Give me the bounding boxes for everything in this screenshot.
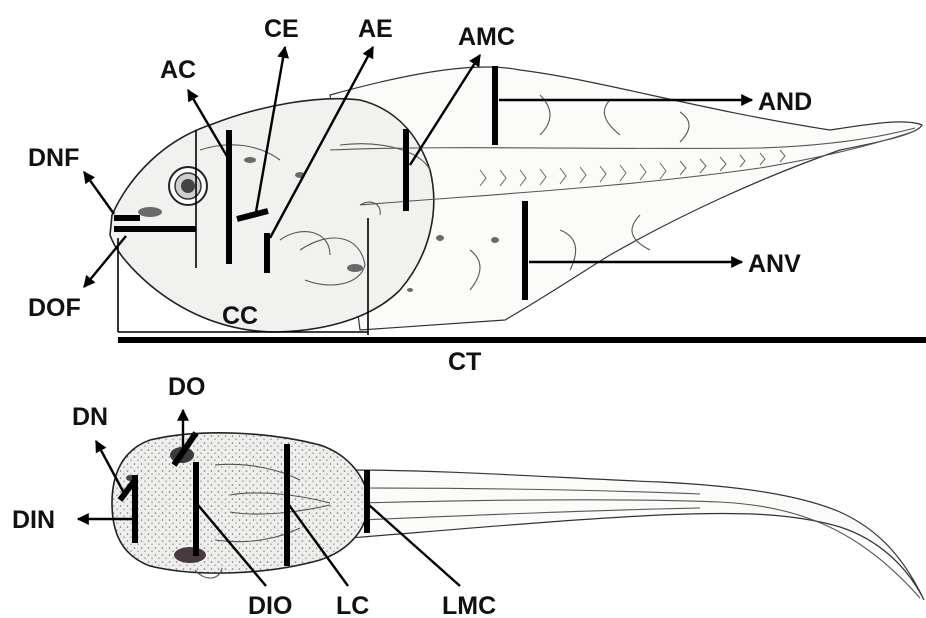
- label-dio: DIO: [248, 592, 292, 618]
- label-dof: DOF: [28, 294, 81, 322]
- label-ct: CT: [448, 348, 481, 376]
- label-do: DO: [168, 373, 206, 401]
- dof-arrow: [84, 236, 126, 287]
- label-dnf: DNF: [28, 144, 79, 172]
- label-ae: AE: [358, 15, 393, 43]
- label-and: AND: [758, 88, 812, 116]
- label-amc: AMC: [458, 23, 515, 51]
- label-ac: AC: [160, 56, 196, 84]
- lateral-eye: [169, 167, 207, 205]
- label-lmc: LMC: [442, 592, 496, 618]
- dorsal-tail: [350, 470, 924, 600]
- label-lc: LC: [336, 592, 369, 618]
- dorsal-view: DO DN DIN DIO LC LMC: [12, 373, 924, 618]
- label-anv: ANV: [748, 250, 801, 278]
- label-dn: DN: [72, 403, 108, 431]
- label-ce: CE: [264, 15, 299, 43]
- label-din: DIN: [12, 506, 55, 534]
- lateral-view: DNF DOF AC CE AE AMC AND ANV CC CT: [28, 15, 926, 376]
- dnf-arrow: [84, 172, 114, 214]
- dorsal-tadpole-drawing: [112, 433, 924, 600]
- label-cc: CC: [222, 302, 258, 330]
